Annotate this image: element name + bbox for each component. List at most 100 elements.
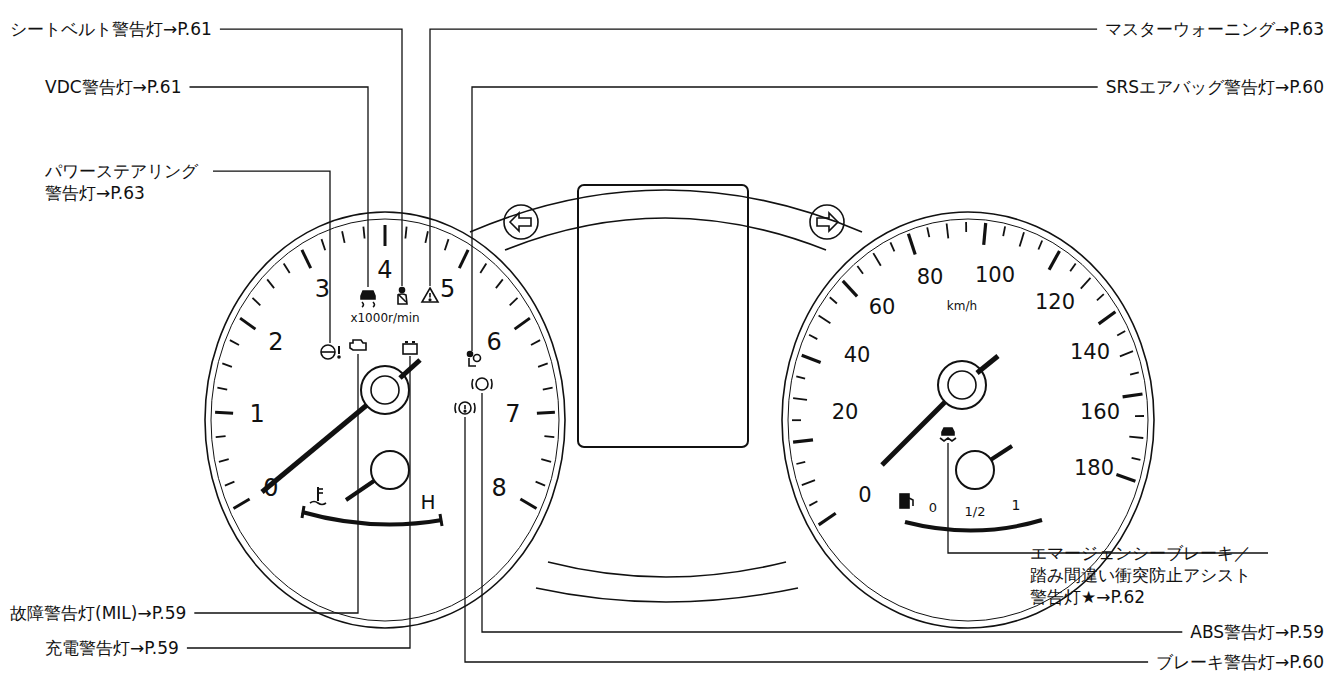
dial-tick [927, 227, 929, 237]
leader-line [190, 87, 369, 287]
dial-tick [1120, 351, 1133, 356]
dial-tick [510, 298, 518, 306]
tachometer-number: 0 [263, 476, 278, 500]
fuel-arc [905, 520, 1042, 531]
dial-tick [809, 501, 817, 505]
leader-line [472, 87, 1098, 351]
dial-tick [819, 315, 831, 323]
speedometer-number: 160 [1080, 402, 1120, 423]
dial-tick [1097, 294, 1104, 300]
dial-tick [267, 279, 274, 288]
dial-tick [520, 499, 536, 509]
check-engine-icon [350, 340, 366, 350]
dial-tick [284, 263, 290, 273]
temperature-hub [371, 451, 409, 489]
turn-right-indicator [810, 205, 844, 239]
dial-tick [445, 239, 449, 250]
turn-left-indicator [504, 205, 538, 239]
speedometer-unit: km/h [947, 300, 977, 312]
dial-tick [1070, 263, 1076, 271]
speedometer-number: 120 [1035, 292, 1075, 313]
leader-line [465, 417, 1148, 662]
center-display [578, 185, 748, 447]
leader-line [187, 356, 410, 648]
dial-tick [802, 480, 815, 485]
dial-tick [830, 297, 837, 303]
dial-tick [216, 436, 226, 437]
fuel-mark-label: 0 [929, 501, 937, 514]
tachometer-number: 6 [486, 330, 501, 354]
fuel-hub [956, 451, 994, 489]
speedometer-number: 0 [858, 485, 871, 506]
dial-tick [802, 355, 821, 362]
dial-tick [219, 459, 229, 462]
battery-icon [403, 342, 417, 354]
dial-tick [947, 224, 949, 239]
housing-inner-top [505, 218, 826, 250]
leader-line [194, 354, 358, 613]
dial-tick [215, 411, 233, 415]
speedometer-number: 60 [869, 297, 896, 318]
dial-tick [1003, 226, 1005, 236]
dial-tick [363, 227, 364, 239]
dial-tick [302, 250, 311, 268]
callout-label: シートベルト警告灯→P.61 [10, 18, 212, 40]
dial-tick [217, 388, 227, 390]
callout-label: マスターウォーニング→P.63 [1105, 18, 1324, 40]
dial-tick [531, 340, 540, 345]
brake-icon [455, 402, 475, 414]
tachometer-unit: x1000r/min [350, 312, 419, 324]
temperature-arc [302, 512, 442, 525]
speedometer-number: 40 [844, 345, 871, 366]
dial-tick [1081, 278, 1091, 289]
dial-tick [253, 298, 261, 306]
dial-tick [322, 239, 326, 250]
speedometer-needle-tail [977, 356, 998, 373]
dial-tick [537, 411, 555, 415]
dial-tick [793, 440, 813, 442]
fuel-mark-label: 1 [1012, 498, 1021, 512]
dial-tick [1123, 394, 1143, 397]
speedometer-number: 20 [832, 402, 859, 423]
dial-tick [819, 513, 836, 525]
seatbelt-icon [398, 288, 407, 305]
temperature-mark-label: H [420, 492, 435, 512]
dial-tick [543, 388, 553, 390]
tachometer-number: 8 [491, 476, 506, 500]
dial-tick [515, 318, 530, 329]
leader-line [213, 171, 330, 343]
dial-tick [480, 263, 486, 273]
speedometer-hub [938, 361, 986, 409]
callout-label: SRSエアバッグ警告灯→P.60 [1106, 76, 1324, 98]
dial-tick [342, 231, 345, 243]
dial-tick [908, 234, 915, 255]
dial-tick [793, 398, 807, 400]
dial-tick [792, 419, 801, 421]
dial-tick [1135, 415, 1144, 417]
temperature-icon [310, 487, 326, 505]
tachometer-number: 1 [249, 402, 264, 426]
temperature-mark [302, 506, 304, 518]
tachometer-number: 3 [315, 277, 330, 301]
dial-tick [384, 225, 387, 246]
dial-tick [544, 436, 554, 437]
speedometer-number: 80 [917, 267, 944, 288]
dial-tick [225, 482, 235, 486]
tachometer-number: 7 [505, 402, 520, 426]
dial-tick [796, 462, 805, 464]
dial-tick [425, 231, 428, 243]
dial-tick [796, 376, 805, 378]
dial-tick [405, 227, 406, 239]
dial-tick [890, 242, 894, 251]
speedometer-number: 140 [1070, 342, 1110, 363]
tachometer-number: 5 [440, 277, 455, 301]
callout-label: ブレーキ警告灯→P.60 [1156, 651, 1324, 673]
fuel-mark-label: 1/2 [965, 505, 986, 518]
speedometer-hub-inner [948, 371, 976, 399]
leader-line [948, 443, 1268, 553]
tachometer-hub-inner [371, 376, 399, 404]
dial-tick [234, 499, 250, 509]
dial-tick [240, 318, 255, 329]
dial-ticks [215, 222, 1144, 525]
dial-tick [873, 253, 881, 266]
